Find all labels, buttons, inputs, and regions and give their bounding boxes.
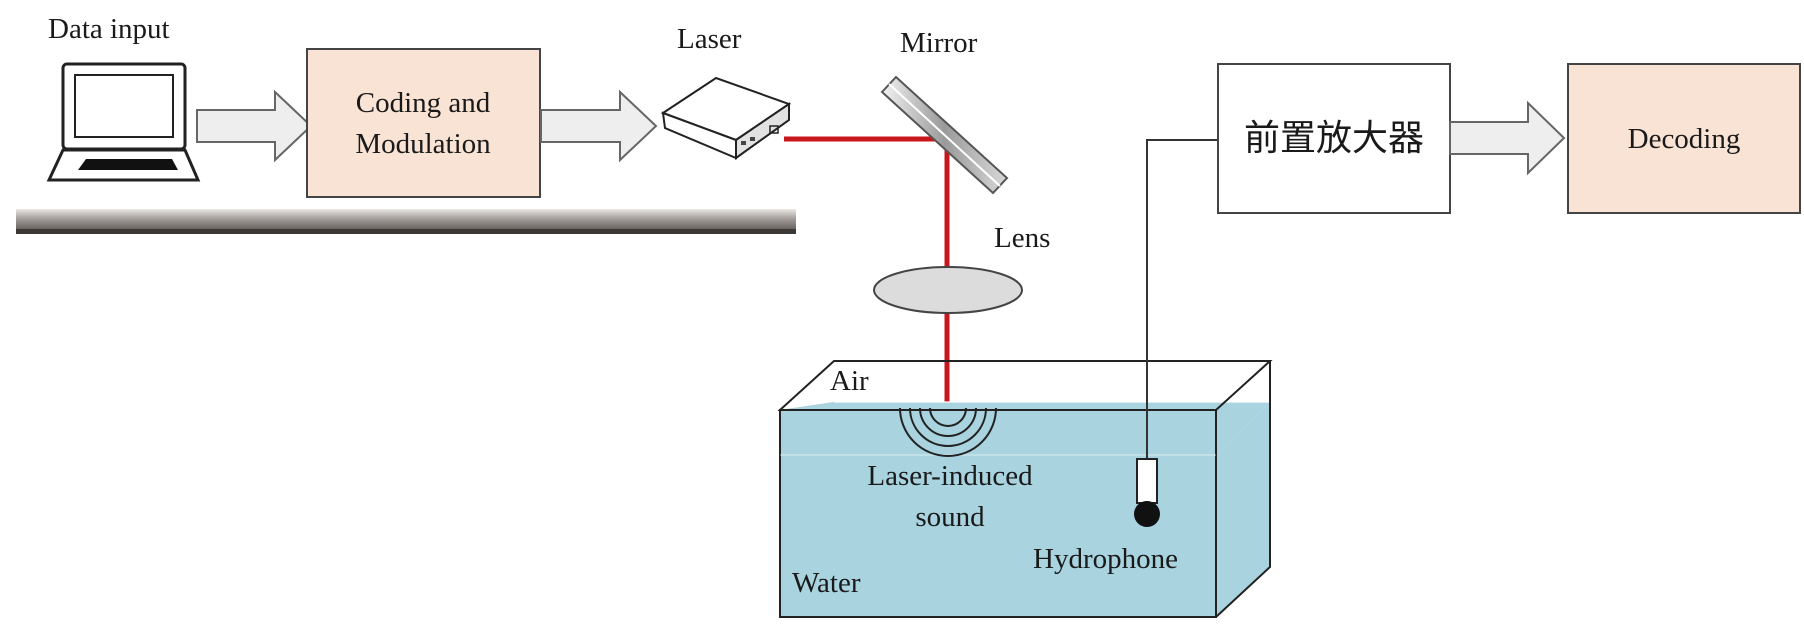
hydrophone-cable (1146, 139, 1218, 460)
mirror-icon (880, 75, 1009, 195)
table-shelf (16, 209, 796, 234)
coding-label: Coding and (356, 87, 491, 119)
laptop-icon (46, 62, 201, 182)
laser-induced-label: Laser-induced (867, 460, 1033, 492)
hydrophone-icon (1134, 458, 1160, 527)
mirror-label: Mirror (900, 27, 978, 59)
laser-beam (784, 136, 950, 406)
hydrophone-label: Hydrophone (1033, 543, 1178, 575)
water-tank (777, 360, 1273, 618)
lens-label: Lens (994, 222, 1050, 254)
sound-label: sound (915, 501, 985, 533)
arrow-laptop-to-coding (196, 89, 313, 163)
lens-icon (873, 266, 1023, 314)
laser-device-icon (660, 76, 792, 160)
water-label: Water (792, 567, 861, 599)
sound-wave-icon (899, 407, 997, 457)
coding-modulation-box: Coding and Modulation (306, 48, 541, 198)
arrow-preamp-to-decoding (1449, 100, 1566, 176)
laser-label: Laser (677, 23, 742, 55)
data-input-label: Data input (48, 13, 170, 45)
decoding-label: Decoding (1628, 123, 1741, 155)
modulation-label: Modulation (355, 128, 491, 160)
preamplifier-box: 前置放大器 (1217, 63, 1451, 214)
preamplifier-label: 前置放大器 (1244, 118, 1424, 159)
air-label: Air (830, 365, 869, 397)
arrow-coding-to-laser (540, 89, 658, 163)
decoding-box: Decoding (1567, 63, 1801, 214)
